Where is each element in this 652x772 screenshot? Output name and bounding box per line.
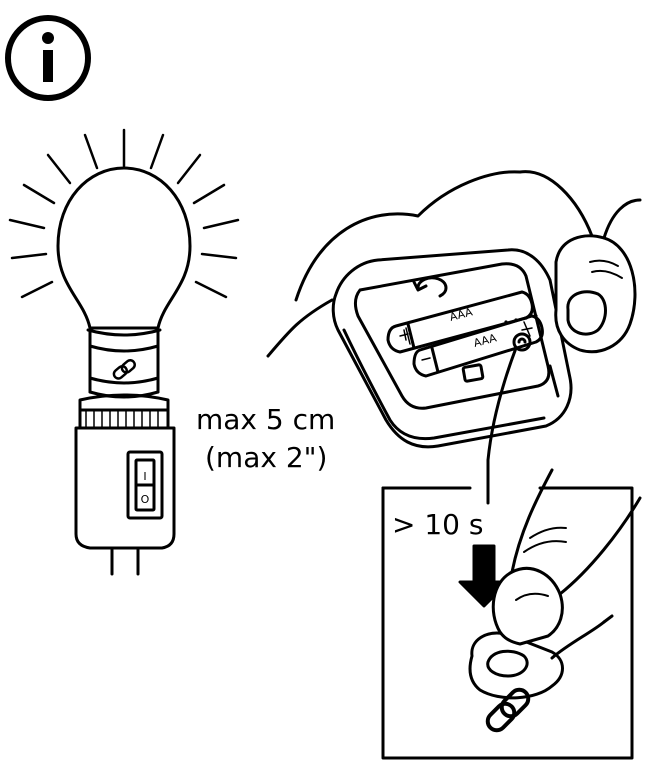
thumb (554, 234, 637, 354)
socket-prongs (110, 548, 140, 576)
info-icon (5, 15, 91, 101)
bulb-base (86, 328, 162, 399)
link-icon (112, 359, 136, 380)
battery-bottom (412, 314, 544, 378)
battery-label-bottom: AAA (472, 331, 498, 350)
finger (491, 468, 642, 646)
hand-holding-remote (266, 170, 594, 358)
remote-control (331, 248, 573, 449)
distance-imperial-label: (max 2") (205, 441, 328, 474)
pairing-link-icon (485, 687, 531, 733)
switch-on-mark: I (143, 470, 146, 483)
press-duration-label: > 10 s (392, 508, 484, 541)
finger-outline (602, 198, 642, 240)
switch-off-mark: O (141, 493, 150, 506)
finger-pressing-button (468, 614, 614, 700)
bulb-glass (56, 166, 192, 330)
socket-switch (126, 450, 164, 520)
light-rays (8, 128, 240, 299)
lamp-socket (74, 393, 176, 550)
battery-label-top: AAA (448, 305, 474, 324)
distance-metric-label: max 5 cm (196, 403, 336, 436)
callout-line (486, 346, 518, 505)
detail-box (381, 486, 634, 760)
